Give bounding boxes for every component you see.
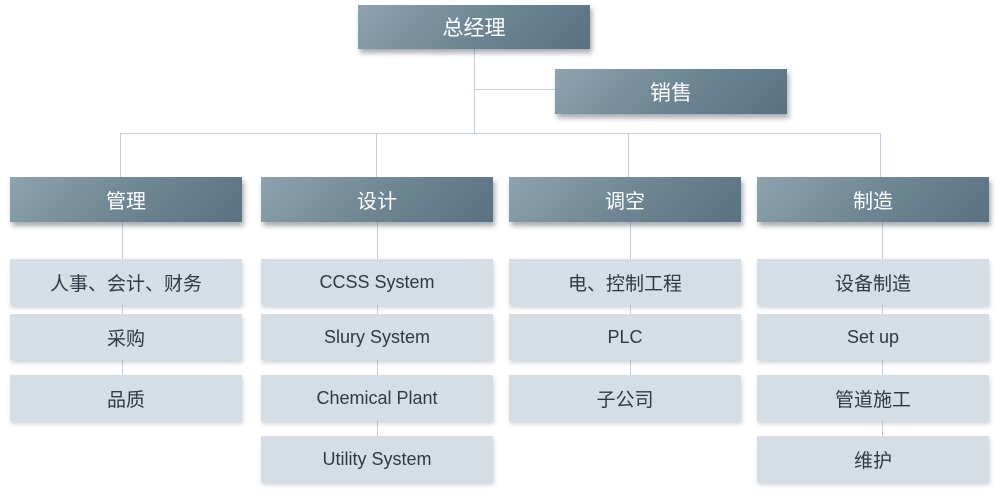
node-maintenance[interactable]: 维护 <box>757 436 989 482</box>
node-label: 调空 <box>605 189 645 213</box>
node-piping-construction[interactable]: 管道施工 <box>757 375 989 421</box>
node-chemical-plant[interactable]: Chemical Plant <box>261 375 493 421</box>
connector-bus <box>120 133 881 134</box>
node-label: 制造 <box>853 189 893 213</box>
node-label: 管道施工 <box>834 388 911 411</box>
connector-assistant <box>474 89 556 90</box>
connector-dept-3 <box>628 133 629 177</box>
node-label: Utility System <box>322 448 432 469</box>
node-label: 设计 <box>357 189 397 213</box>
node-label: 总经理 <box>442 16 506 40</box>
connector-dept-2 <box>376 133 377 177</box>
node-utility-system[interactable]: Utility System <box>261 436 493 482</box>
node-equipment-manufacturing[interactable]: 设备制造 <box>757 259 989 305</box>
node-label: 管理 <box>106 189 146 213</box>
node-label: 销售 <box>650 80 692 105</box>
node-label: 品质 <box>106 388 145 411</box>
node-plc[interactable]: PLC <box>509 314 741 360</box>
node-dept-manufacturing[interactable]: 制造 <box>757 177 989 222</box>
node-sales[interactable]: 销售 <box>555 69 787 114</box>
node-label: 子公司 <box>596 388 654 411</box>
node-label: 维护 <box>853 449 892 472</box>
connector-dept-4 <box>880 133 881 177</box>
node-label: PLC <box>607 326 643 347</box>
node-purchasing[interactable]: 采购 <box>10 314 242 360</box>
node-label: Set up <box>846 326 900 347</box>
connector-dept-1 <box>120 133 121 177</box>
node-setup[interactable]: Set up <box>757 314 989 360</box>
node-dept-management[interactable]: 管理 <box>10 177 242 222</box>
node-label: 人事、会计、财务 <box>49 272 202 295</box>
node-hr-accounting-finance[interactable]: 人事、会计、财务 <box>10 259 242 305</box>
node-label: Chemical Plant <box>316 387 438 408</box>
node-subsidiary[interactable]: 子公司 <box>509 375 741 421</box>
node-electrical-control[interactable]: 电、控制工程 <box>509 259 741 305</box>
connector-root-vertical <box>474 49 475 134</box>
node-general-manager[interactable]: 总经理 <box>358 5 590 49</box>
node-dept-commissioning[interactable]: 调空 <box>509 177 741 222</box>
node-dept-design[interactable]: 设计 <box>261 177 493 222</box>
node-label: CCSS System <box>319 271 435 292</box>
node-quality[interactable]: 品质 <box>10 375 242 421</box>
node-label: 电、控制工程 <box>567 272 682 295</box>
node-label: 采购 <box>106 327 145 350</box>
node-slury-system[interactable]: Slury System <box>261 314 493 360</box>
node-label: 设备制造 <box>834 272 911 295</box>
node-label: Slury System <box>323 326 431 347</box>
node-ccss-system[interactable]: CCSS System <box>261 259 493 305</box>
